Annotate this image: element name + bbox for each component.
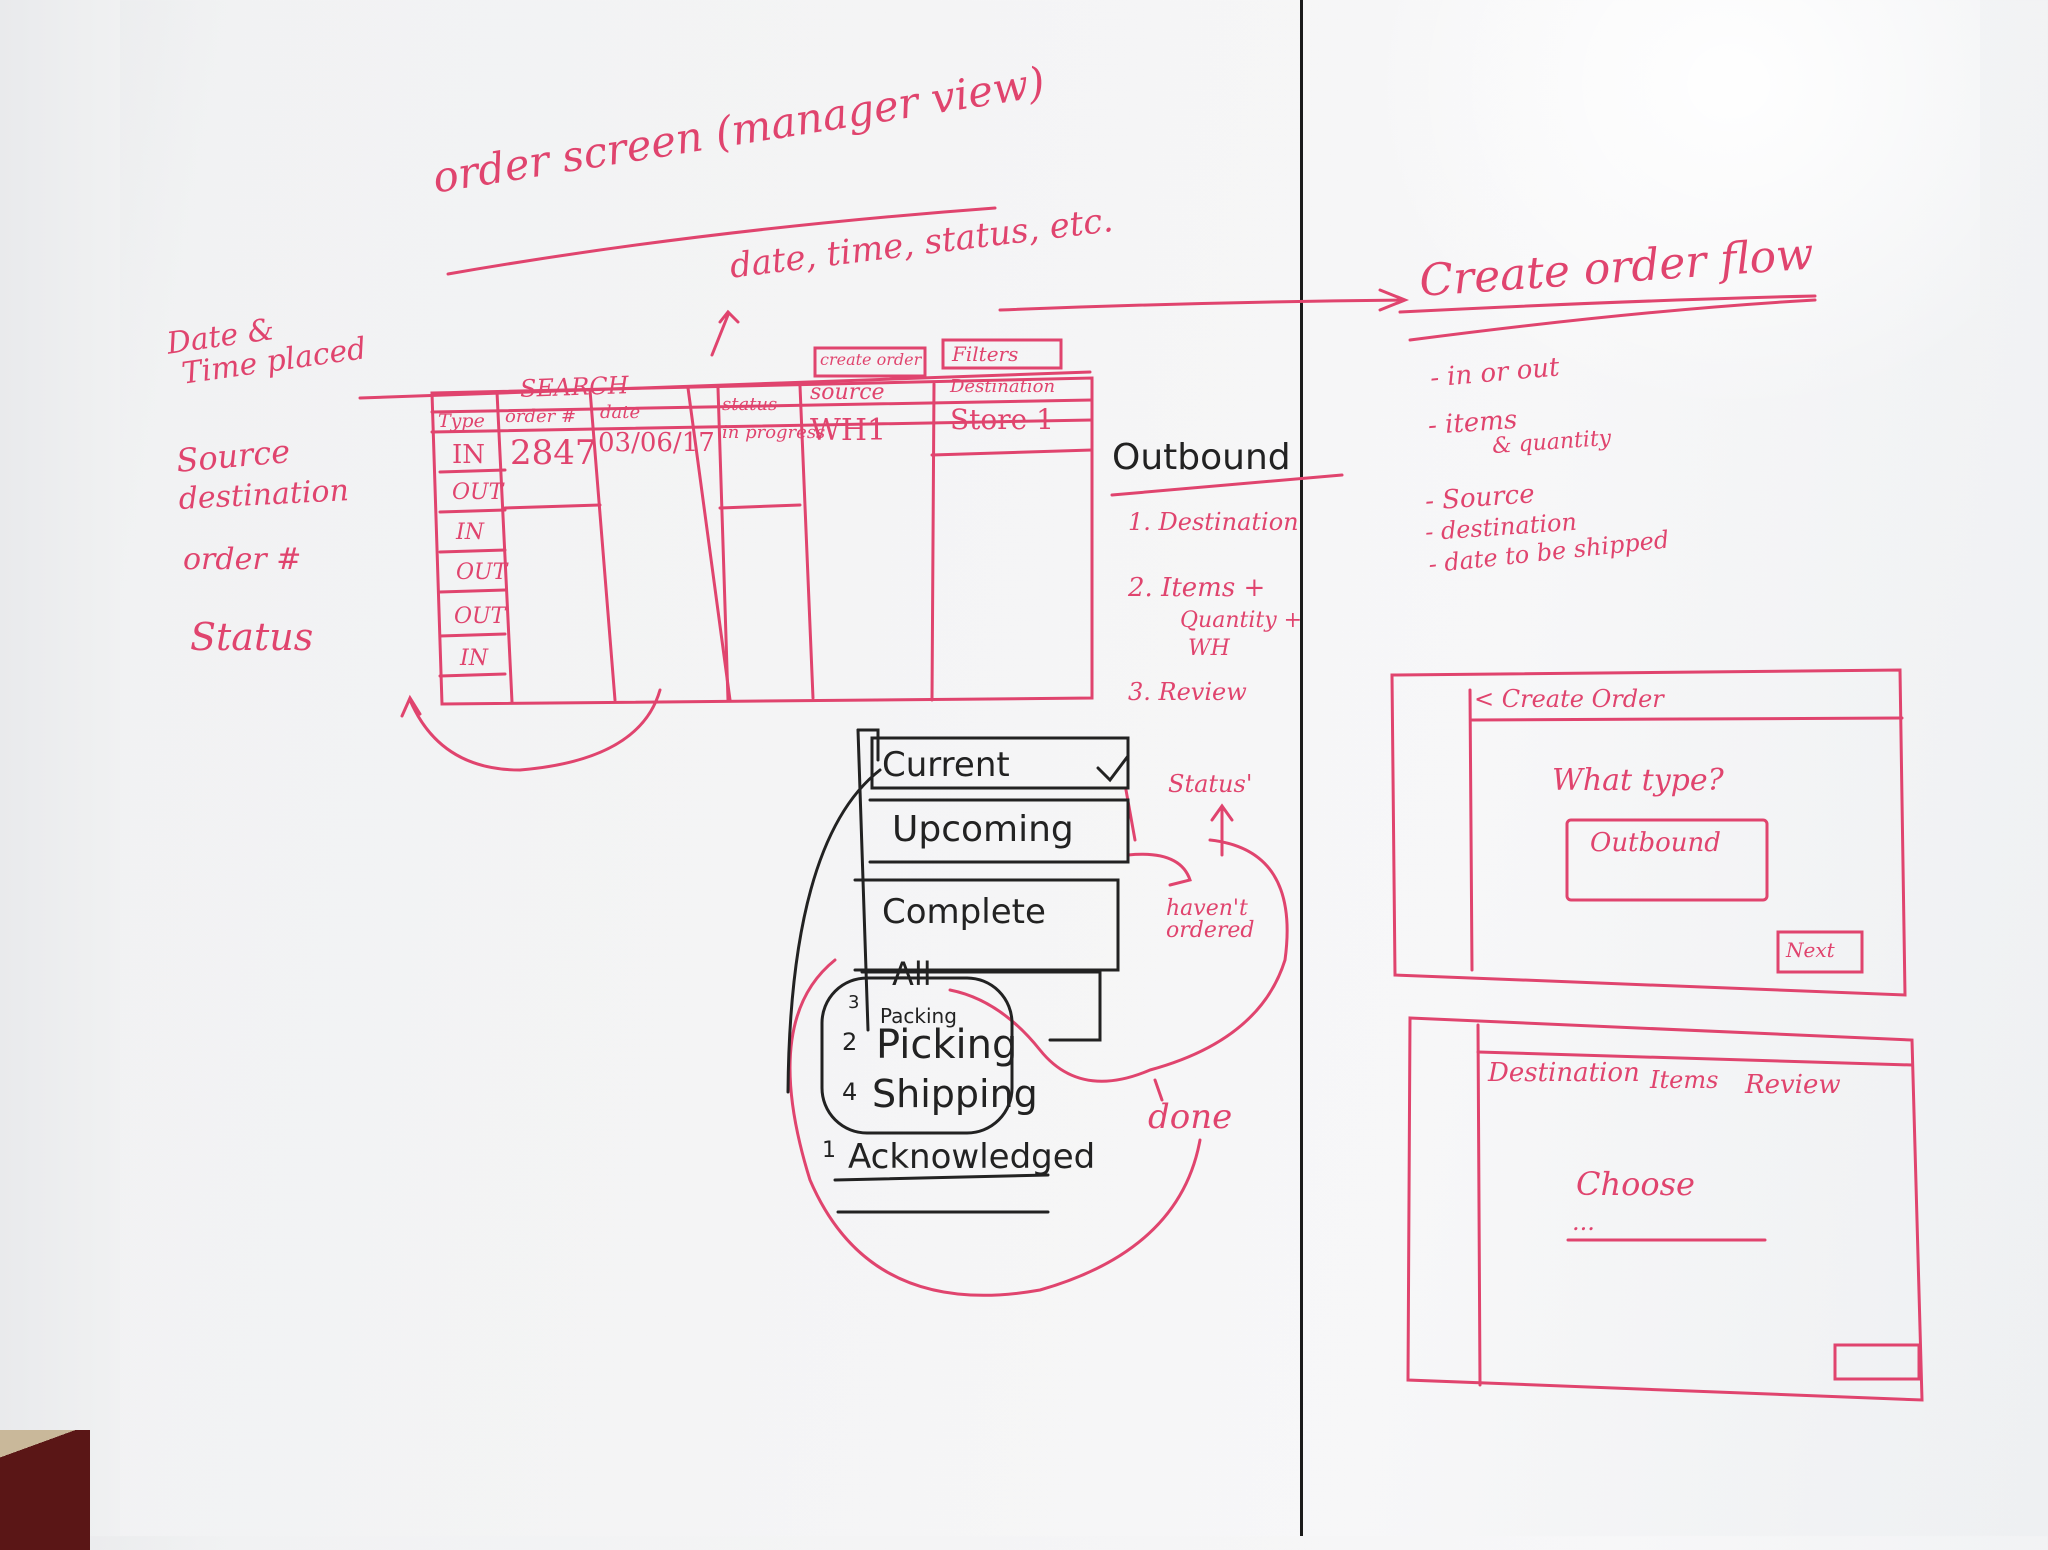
column-header: Type [438,410,485,432]
dropdown-option[interactable]: Upcoming [892,809,1074,850]
column-header: status [722,394,778,415]
left-note: Source [174,432,292,480]
column-header: source [810,380,885,405]
filters-button-sketch[interactable]: Filters [952,342,1019,366]
annotation-done: done [1148,1097,1233,1137]
step-number: 3 [848,992,860,1013]
status-option: Picking [876,1022,1018,1068]
row-type: OUT [452,480,504,505]
annotation-havent-ordered: haven't ordered [1166,896,1255,943]
wireframe-back-link[interactable]: < Create Order [1474,685,1664,713]
create-flow-item: - Source [1424,479,1536,517]
outbound-step: Quantity + [1180,608,1303,633]
search-label[interactable]: SEARCH [519,371,630,403]
column-header: Destination [950,376,1056,397]
column-header: date [600,402,641,423]
status-option: Packing [880,1004,957,1028]
step-number: 2 [842,1028,858,1056]
row-type: IN [460,646,488,671]
left-note: Status [190,615,314,659]
dropdown-selected[interactable]: Current [882,745,1010,785]
wireframe-choose-dots: ... [1572,1208,1595,1236]
outbound-step: 3. Review [1128,678,1247,706]
wireframe-question: What type? [1552,763,1724,798]
wireframe-tab[interactable]: Items [1650,1066,1719,1094]
dropdown-option[interactable]: Complete [882,892,1046,932]
column-header: order # [505,406,577,427]
outbound-title: Outbound [1112,437,1291,478]
board-divider [1300,0,1303,1536]
wireframe-option-outbound[interactable]: Outbound [1590,828,1721,858]
step-number: 4 [842,1078,858,1106]
annotation-status: Status' [1168,770,1253,798]
dropdown-option[interactable]: All [892,955,932,993]
wireframe-tab[interactable]: Review [1745,1070,1841,1100]
row-type: IN [456,520,484,545]
picture-frame-corner [0,1430,90,1550]
row-source: WH1 [810,413,887,448]
row-type: OUT [456,560,508,585]
row-destination: Store 1 [950,403,1054,436]
row-type: OUT [454,604,506,629]
row-status: in progress [722,422,826,443]
outbound-step: WH [1188,636,1230,661]
row-type: IN [452,440,486,470]
wireframe-tab[interactable]: Destination [1488,1058,1640,1088]
row-order-number: 2847 [510,433,597,473]
create-order-button-sketch[interactable]: create order [820,350,922,369]
light-glare [1360,0,1980,420]
left-note: order # [183,542,302,577]
step-number: 1 [822,1138,836,1163]
wireframe-choose: Choose [1576,1165,1695,1203]
wireframe-next-button[interactable]: Next [1786,938,1835,962]
left-note: destination [177,473,350,517]
outbound-step: 1. Destination [1128,508,1299,536]
status-option: Shipping [872,1072,1038,1116]
outbound-step: 2. Items + [1128,573,1266,603]
row-date: 03/06/17 [598,428,715,458]
wall [0,0,120,1536]
status-option: Acknowledged [848,1137,1096,1177]
